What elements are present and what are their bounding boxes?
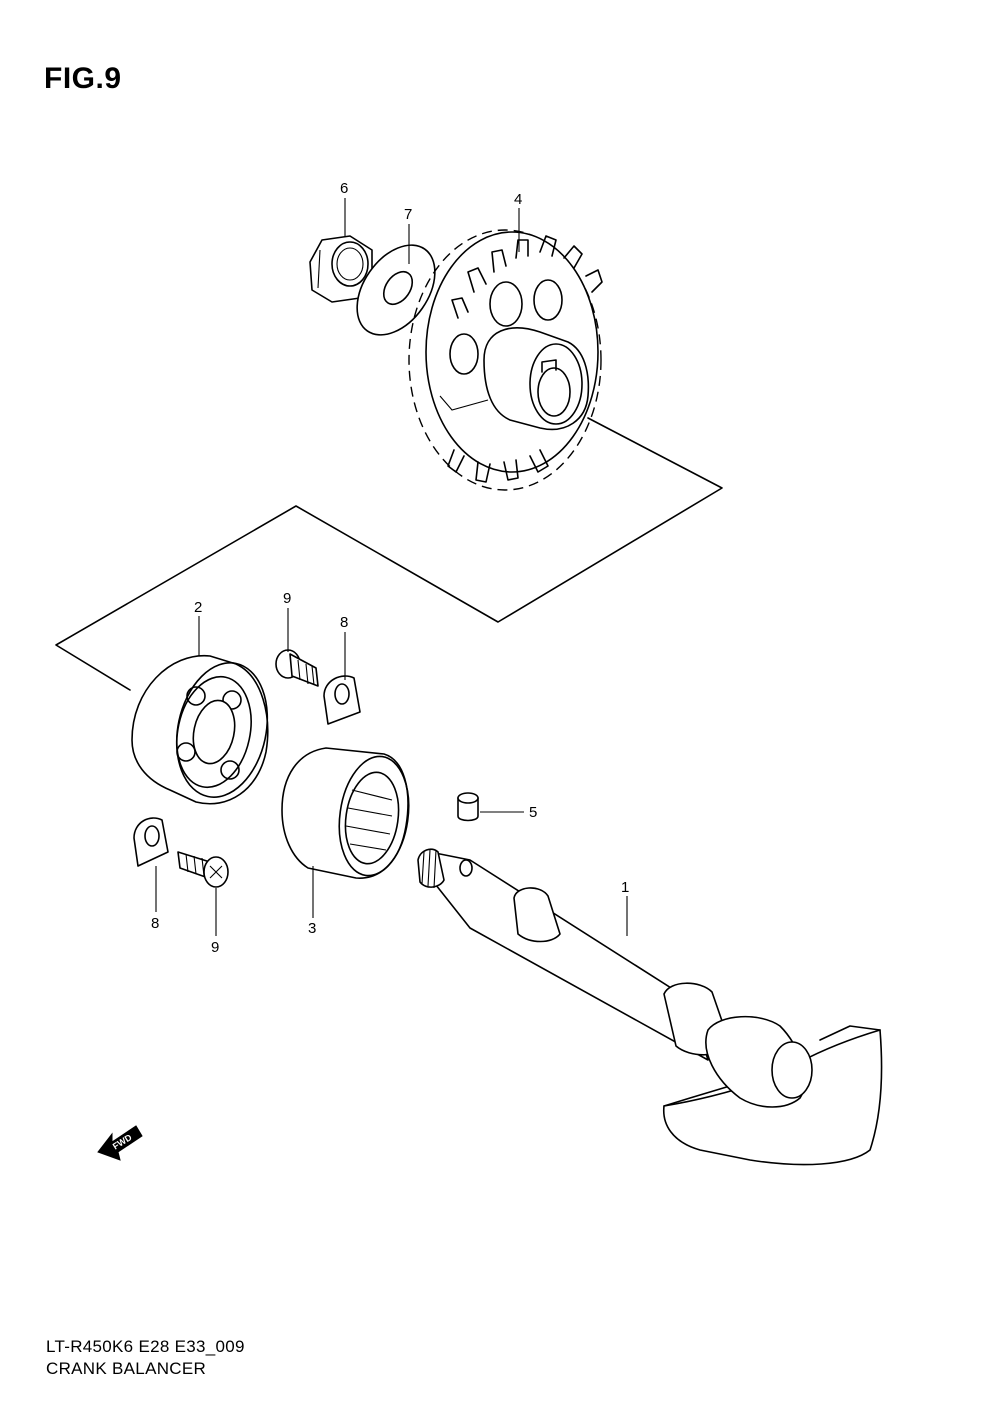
callout-9-upper: 9 bbox=[283, 590, 291, 607]
callout-8-upper: 8 bbox=[340, 614, 348, 631]
fwd-arrow-icon: FWD bbox=[97, 1125, 143, 1161]
figure-title: FIG.9 bbox=[44, 62, 122, 95]
callout-8-lower: 8 bbox=[151, 915, 159, 932]
diagram-footer: LT-R450K6 E28 E33_009 CRANK BALANCER bbox=[46, 1336, 245, 1380]
part-1-balancer-shaft bbox=[417, 848, 883, 1166]
callout-5: 5 bbox=[529, 804, 537, 821]
part-9-screw-lower bbox=[177, 851, 229, 888]
callout-labels: 6 7 4 2 9 8 5 1 3 8 9 bbox=[151, 180, 629, 956]
callout-3: 3 bbox=[308, 920, 316, 937]
part-9-screw-upper bbox=[275, 649, 319, 687]
callout-4: 4 bbox=[514, 191, 522, 208]
part-5-pin bbox=[457, 792, 479, 822]
callout-1: 1 bbox=[621, 879, 629, 896]
diagram-caption: CRANK BALANCER bbox=[46, 1359, 207, 1378]
part-3-needle-bearing bbox=[281, 747, 410, 879]
part-4-balancer-gear bbox=[408, 229, 603, 491]
model-code: LT-R450K6 E28 E33_009 bbox=[46, 1337, 245, 1356]
callout-2: 2 bbox=[194, 599, 202, 616]
callout-9-lower: 9 bbox=[211, 939, 219, 956]
part-8-plate-lower bbox=[133, 817, 169, 867]
callout-7: 7 bbox=[404, 206, 412, 223]
part-2-ball-bearing bbox=[131, 655, 269, 805]
callout-6: 6 bbox=[340, 180, 348, 197]
assembly-outline bbox=[55, 417, 723, 691]
part-8-plate-upper bbox=[323, 675, 361, 725]
leader-lines bbox=[155, 198, 628, 936]
